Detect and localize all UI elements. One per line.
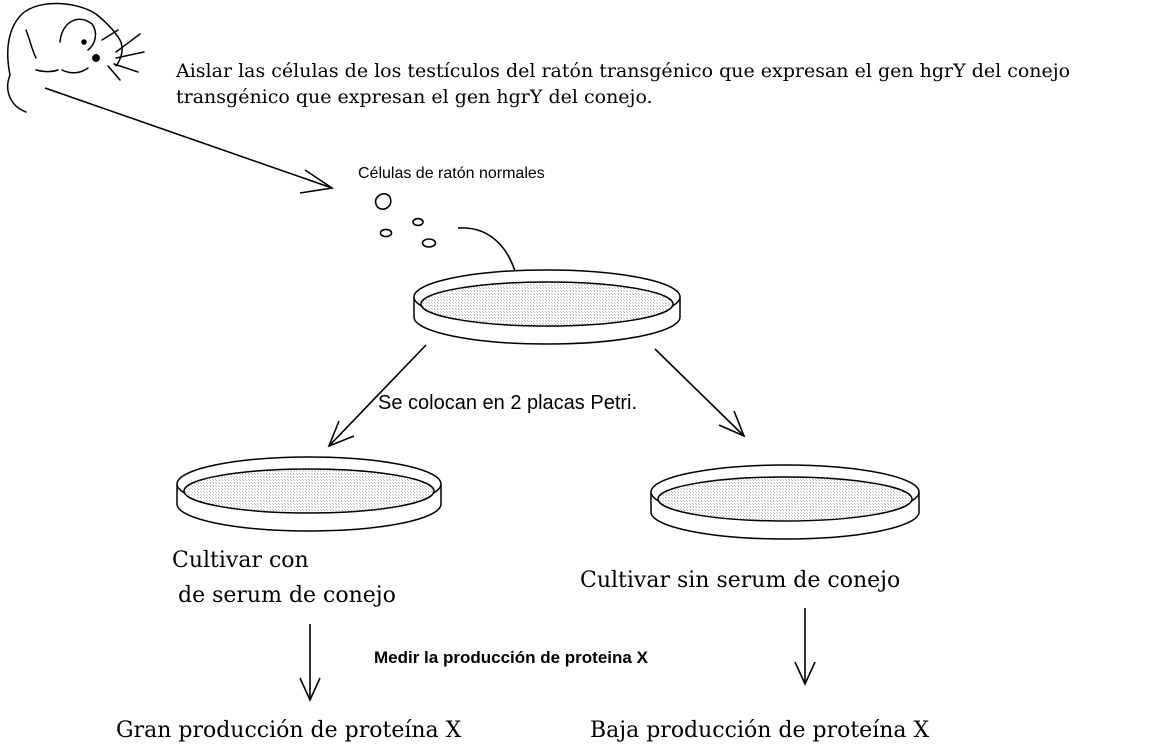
arrow-split-right (654, 348, 746, 438)
left-condition-line-2: de serum de conejo (178, 583, 396, 608)
arrow-left-to-result (299, 624, 321, 702)
petri-dish-icon (413, 269, 681, 345)
intro-line-1: Aislar las células de los testículos del… (176, 60, 1071, 82)
petri-dish-left (176, 456, 442, 532)
left-result: Gran producción de proteína X (116, 718, 462, 743)
split-label: Se colocan en 2 placas Petri. (378, 392, 638, 414)
right-condition: Cultivar sin serum de conejo (580, 568, 901, 593)
left-condition-line-1: Cultivar con (172, 548, 309, 573)
cell-icon (374, 193, 437, 248)
measure-label: Medir la producción de proteina X (374, 648, 648, 667)
arrow-right-to-result (794, 608, 816, 686)
arrow-split-left (327, 344, 427, 448)
petri-dish-right (650, 464, 920, 540)
right-result: Baja producción de proteína X (590, 718, 930, 743)
arrow-mouse-to-cells (44, 87, 335, 194)
cells-label: Células de ratón normales (358, 165, 545, 182)
intro-line-2: transgénico que expresan el gen hgrY del… (176, 86, 653, 108)
mouse-icon (6, 2, 145, 113)
